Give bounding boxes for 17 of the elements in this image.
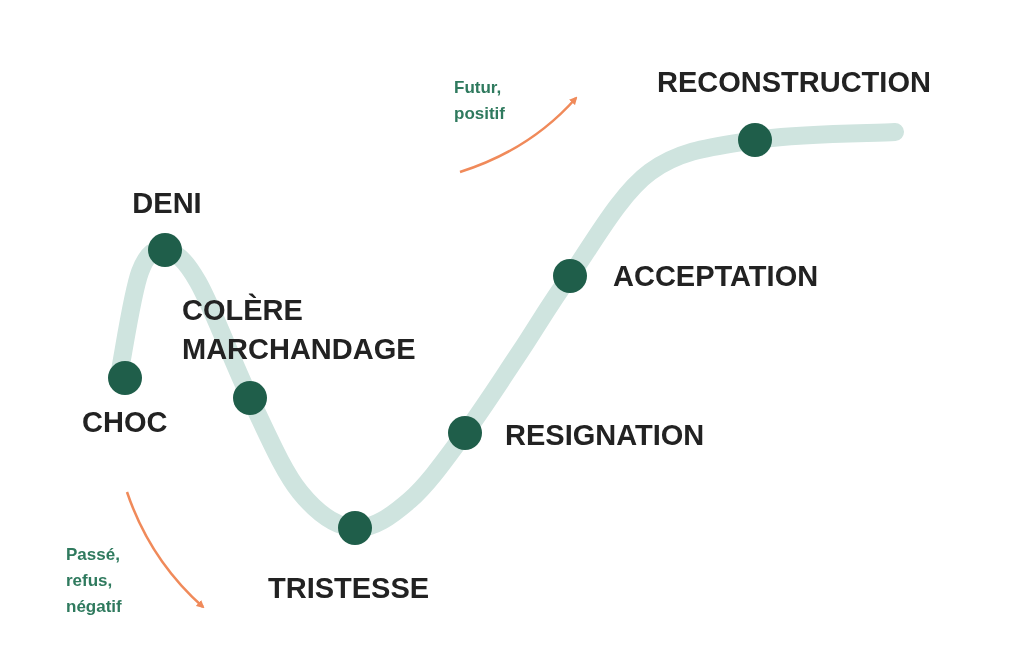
stage-dot xyxy=(233,381,267,415)
stage-dot xyxy=(108,361,142,395)
stage-dot xyxy=(553,259,587,293)
direction-note: Futur, positif xyxy=(454,77,506,125)
stage-dot xyxy=(738,123,772,157)
stage-label: CHOC xyxy=(82,407,168,437)
stage-label: COLÈRE xyxy=(182,295,303,325)
stage-dot xyxy=(338,511,372,545)
stage-label: ACCEPTATION xyxy=(613,261,819,291)
stage-label: RESIGNATION xyxy=(505,420,705,450)
stage-dot xyxy=(448,416,482,450)
stage-dot xyxy=(148,233,182,267)
stage-label: TRISTESSE xyxy=(268,573,430,603)
stage-label: DENI xyxy=(132,188,202,218)
stage-label: MARCHANDAGE xyxy=(182,334,416,364)
stage-label: RECONSTRUCTION xyxy=(657,67,931,97)
direction-note: Passé, refus, négatif xyxy=(66,544,123,618)
